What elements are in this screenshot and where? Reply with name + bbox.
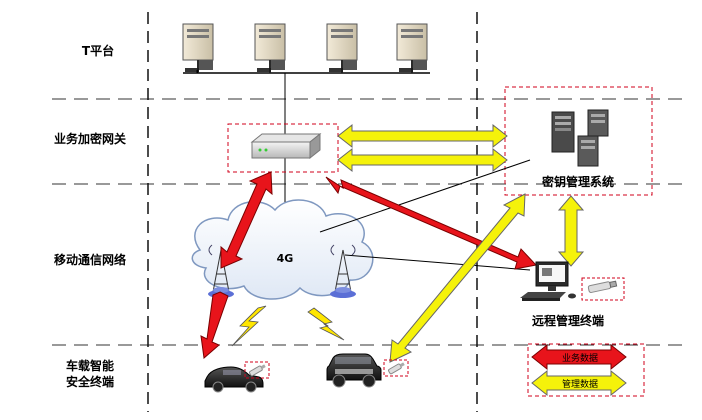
car-icon [204, 366, 264, 393]
remote-terminal-label: 远程管理终端 [532, 313, 604, 328]
server-icon [182, 23, 214, 73]
t-platform-servers [182, 23, 430, 74]
red-arrow-cloud-car [200, 291, 229, 359]
usb-key-icon [388, 362, 405, 375]
key-management-label: 密钥管理系统 [542, 174, 614, 189]
yellow-arrow-keymgmt-car [389, 193, 526, 363]
server-icon [577, 135, 599, 167]
layer-label-t-platform: T平台 [82, 43, 114, 58]
gateway-device-icon [250, 132, 322, 160]
legend-box [527, 343, 645, 397]
car-usb-dashed-box [244, 361, 270, 379]
usb-key-icon [249, 364, 266, 377]
legend-management-data: 管理数据 [531, 369, 627, 397]
red-arrow-gateway-cloud [220, 171, 273, 269]
management-data-arrows [337, 123, 585, 363]
yellow-arrow-gateway-keymgmt-top [337, 123, 508, 149]
layer-separators [52, 98, 690, 346]
computer-icon [520, 261, 576, 301]
layer-label-vehicle-line1: 车载智能 [66, 358, 114, 373]
server-icon [396, 23, 428, 72]
yellow-arrow-gateway-keymgmt-bottom [337, 147, 508, 173]
cloud-label-4g: 4G [277, 252, 294, 265]
gateway-dashed-box [227, 123, 339, 173]
usb-key-icon [587, 280, 618, 293]
network-cloud: 4G [191, 199, 374, 300]
vertical-boundaries [147, 12, 478, 412]
legend-business-label: 业务数据 [562, 352, 598, 364]
layer-label-gateway: 业务加密网关 [54, 131, 126, 146]
yellow-arrow-keymgmt-remote [557, 195, 585, 267]
suv-icon [326, 353, 382, 388]
layer-label-vehicle-line2: 安全终端 [66, 374, 114, 389]
server-icon [587, 109, 609, 137]
legend-business-data: 业务数据 [531, 343, 627, 371]
server-icon [551, 111, 575, 153]
lightning-icon [231, 305, 267, 347]
suv-usb-dashed-box [383, 359, 409, 377]
cell-tower-icon [330, 244, 356, 298]
key-management-dashed-box [504, 86, 653, 196]
server-icon [254, 23, 286, 72]
lightning-icon [307, 307, 345, 341]
legend-management-label: 管理数据 [562, 378, 598, 390]
layer-label-mobile-network: 移动通信网络 [54, 252, 126, 267]
usb-key-dashed-box [581, 277, 625, 301]
connection-lines [319, 159, 531, 271]
